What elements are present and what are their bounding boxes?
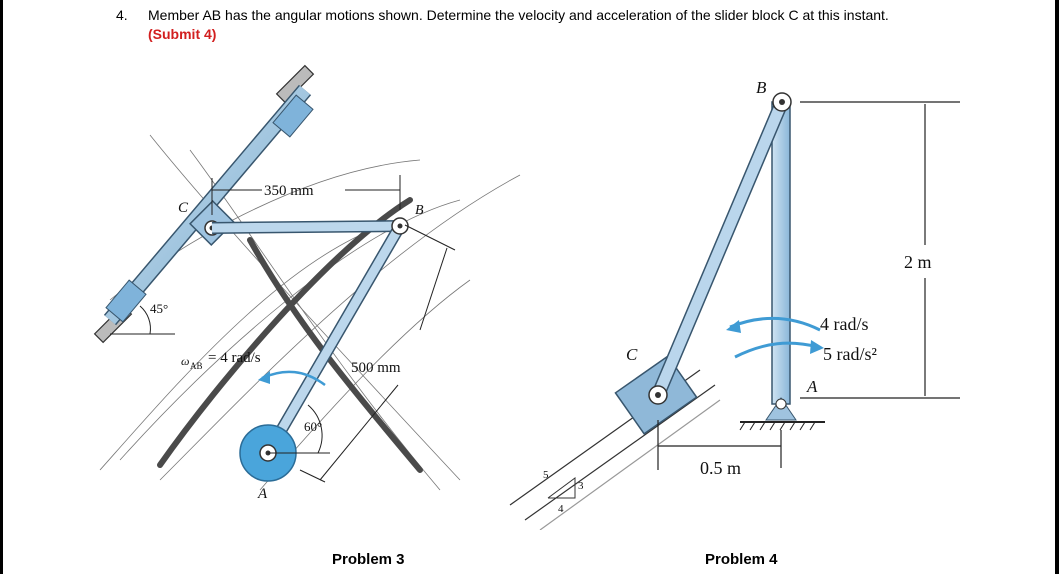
dimension-2m — [800, 101, 960, 399]
angle-60-label: 60° — [304, 419, 322, 434]
alpha-label: 5 rad/s² — [823, 344, 877, 364]
slider-rail — [103, 84, 314, 326]
question-number: 4. — [116, 7, 128, 23]
slope-3-label: 3 — [578, 480, 584, 492]
member-ab — [262, 217, 409, 457]
member-ab — [771, 101, 791, 405]
dimension-500 — [299, 224, 456, 483]
point-b-label: B — [756, 78, 767, 97]
alpha-arrow — [734, 341, 819, 359]
omega-arrow-head — [258, 371, 270, 384]
submit-note: (Submit 4) — [148, 26, 217, 42]
dim-350-label: 350 mm — [264, 183, 314, 199]
point-b-label: B — [415, 203, 424, 218]
height-label: 2 m — [904, 252, 932, 272]
dimension-05m — [657, 420, 782, 470]
pin-support-a — [739, 397, 825, 431]
problem-3-caption: Problem 3 — [332, 551, 405, 568]
omega-symbol: ω — [181, 354, 189, 368]
point-c-label: C — [626, 345, 638, 364]
pin-c — [648, 385, 668, 405]
point-a-label: A — [806, 377, 818, 396]
link-cb — [651, 99, 789, 398]
omega-arrow-head — [726, 320, 741, 333]
right-border — [1055, 0, 1059, 574]
link-cb — [211, 220, 401, 234]
angle-60-marker — [268, 404, 330, 454]
pin-b — [772, 92, 792, 112]
left-border — [0, 0, 3, 574]
problem-3-figure: 350 mm 500 mm 45° 60° ω AB = 4 rad/s A B… — [93, 64, 521, 502]
omega-label: 4 rad/s — [820, 314, 869, 334]
dim-500-label: 500 mm — [351, 360, 401, 376]
slope-4-label: 4 — [558, 503, 564, 515]
point-c-label: C — [178, 200, 189, 216]
omega-value: = 4 rad/s — [208, 350, 261, 366]
point-a-label: A — [257, 486, 268, 502]
angle-45-marker — [110, 305, 175, 335]
question-text: Member AB has the angular motions shown.… — [148, 7, 889, 23]
angle-45-label: 45° — [150, 301, 168, 316]
dark-cross-lines — [157, 197, 423, 473]
slope-5-label: 5 — [543, 469, 549, 481]
base-label: 0.5 m — [700, 458, 741, 478]
dimension-350 — [211, 175, 401, 215]
omega-subscript: AB — [190, 361, 203, 371]
alpha-arrow-head — [810, 340, 824, 354]
problem-4-caption: Problem 4 — [705, 551, 778, 568]
problem-4-figure: 5 3 4 2 m — [509, 78, 960, 530]
slope-triangle — [547, 477, 576, 499]
